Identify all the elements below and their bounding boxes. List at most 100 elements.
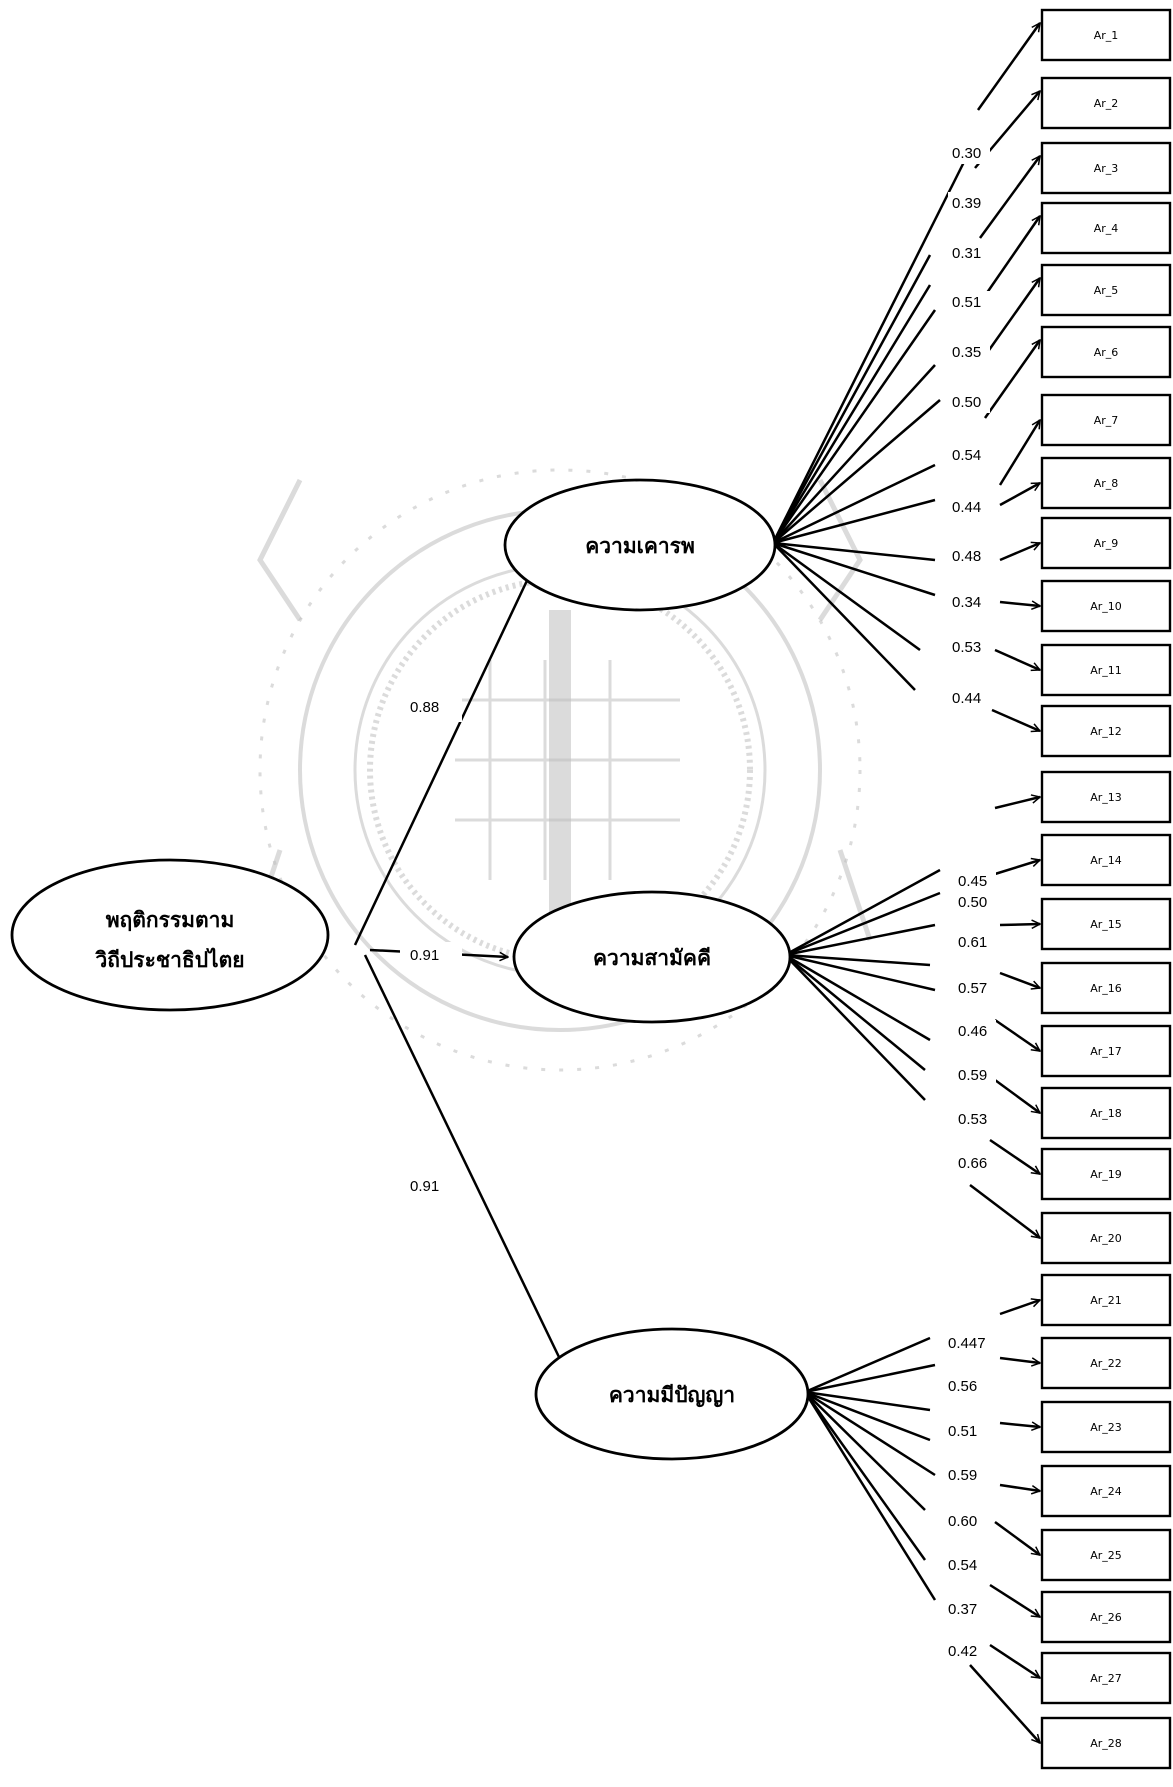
indicator-box: [1040, 1464, 1172, 1518]
indicator-box: [1040, 833, 1172, 887]
indicator-label: Ar_6: [1094, 346, 1119, 359]
indicator-box: [1040, 393, 1172, 447]
root-label-line2: วิถีประชาธิปไตย: [94, 947, 244, 972]
loading-coefficient-unity: 0.59: [958, 1067, 987, 1084]
indicator-label: Ar_4: [1094, 222, 1119, 235]
loading-line: [772, 463, 936, 545]
latent-label-respect: ความเคารพ: [585, 533, 695, 558]
loading-line: [804, 1390, 936, 1477]
loading-line: [803, 1391, 937, 1601]
indicator-arrow: [999, 1423, 1040, 1427]
loading-coefficient-unity: 0.57: [958, 980, 987, 997]
university-seal-watermark: [247, 468, 873, 1072]
indicator-arrow: [983, 340, 1042, 419]
indicator-label: Ar_5: [1094, 284, 1119, 297]
indicator-box: [1040, 1336, 1172, 1390]
indicator-arrow: [999, 1483, 1040, 1491]
loading-line: [772, 399, 941, 544]
indicator-box: [1040, 961, 1172, 1015]
loading-line: [804, 1363, 936, 1394]
loading-line: [804, 1390, 931, 1442]
path-root-to-640: [353, 553, 542, 946]
indicator-label: Ar_23: [1090, 1421, 1122, 1434]
loading-coefficient-wisdom: 0.59: [948, 1467, 977, 1484]
root-label-line1: พฤติกรรมตาม: [106, 907, 235, 932]
indicator-label: Ar_27: [1090, 1672, 1122, 1685]
loading-line: [784, 953, 936, 992]
indicator-box: [1040, 201, 1172, 255]
latent-ellipse-respect: [503, 478, 777, 612]
labels-layer: Ar_1Ar_2Ar_3Ar_4Ar_5Ar_6Ar_7Ar_8Ar_9Ar_1…: [94, 29, 1122, 1750]
indicator-box: [1040, 456, 1172, 510]
indicator-box: [1040, 1024, 1172, 1078]
latent-label-unity: ความสามัคคี: [593, 945, 711, 970]
loading-coefficient-respect: 0.34: [952, 594, 981, 611]
indicator-label: Ar_11: [1090, 664, 1122, 677]
loading-line: [771, 284, 932, 544]
loading-line: [784, 923, 936, 957]
indicator-label: Ar_9: [1094, 537, 1119, 550]
edges-layer: [353, 23, 1042, 1743]
loading-coefficient-respect: 0.31: [952, 245, 981, 262]
indicator-box: [1040, 897, 1172, 951]
loading-line: [784, 953, 931, 967]
loading-coefficient-respect: 0.48: [952, 548, 981, 565]
indicator-arrow: [994, 1078, 1040, 1115]
indicator-arrow: [998, 420, 1042, 486]
loading-coefficient-respect: 0.53: [952, 639, 981, 656]
indicator-arrow: [994, 1018, 1040, 1053]
indicator-box: [1040, 141, 1172, 195]
loading-coefficient-respect: 0.39: [952, 195, 981, 212]
nodes-layer: [10, 8, 1172, 1770]
indicator-box: [1040, 76, 1172, 130]
path-root-to-672: [363, 954, 574, 1384]
loading-line: [784, 868, 941, 957]
indicator-box: [1040, 643, 1172, 697]
loading-line: [804, 1390, 931, 1412]
indicator-box: [1040, 8, 1172, 62]
indicator-label: Ar_25: [1090, 1549, 1122, 1562]
loading-coefficient-wisdom: 0.51: [948, 1423, 977, 1440]
loading-coefficient-respect: 0.54: [952, 447, 981, 464]
loading-coefficient-unity: 0.50: [958, 894, 987, 911]
indicator-label: Ar_8: [1094, 477, 1119, 490]
indicator-arrow: [999, 602, 1040, 606]
indicator-arrow: [999, 543, 1040, 562]
indicator-label: Ar_1: [1094, 29, 1119, 42]
indicator-label: Ar_19: [1090, 1168, 1122, 1181]
indicator-arrow: [999, 924, 1040, 925]
loading-coefficient-unity: 0.66: [958, 1155, 987, 1172]
path-coefficient-wisdom: 0.91: [410, 1178, 439, 1195]
indicator-label: Ar_17: [1090, 1045, 1122, 1058]
path-coefficient-respect: 0.88: [410, 699, 439, 716]
indicator-label: Ar_14: [1090, 854, 1122, 867]
indicator-arrow: [991, 708, 1040, 731]
loading-coefficient-wisdom: 0.37: [948, 1601, 977, 1618]
indicator-label: Ar_24: [1090, 1485, 1122, 1498]
indicator-box: [1040, 1528, 1172, 1582]
loading-coefficient-wisdom: 0.60: [948, 1513, 977, 1530]
indicator-arrow: [999, 1356, 1040, 1363]
loading-coefficient-unity: 0.53: [958, 1111, 987, 1128]
loading-line: [772, 541, 921, 652]
indicator-arrow: [989, 1138, 1040, 1176]
indicator-label: Ar_7: [1094, 414, 1119, 427]
indicator-box: [1040, 516, 1172, 570]
indicator-label: Ar_10: [1090, 600, 1122, 613]
indicator-arrow: [994, 648, 1040, 670]
loading-coefficient-wisdom: 0.447: [948, 1335, 986, 1352]
latent-ellipse-unity: [512, 890, 792, 1024]
indicator-box: [1040, 1273, 1172, 1327]
indicator-arrow: [994, 860, 1040, 876]
loading-coefficient-unity: 0.45: [958, 873, 987, 890]
indicator-box: [1040, 1651, 1172, 1705]
loading-line: [772, 541, 936, 562]
indicator-box: [1040, 1590, 1172, 1644]
indicator-arrow: [999, 1300, 1040, 1316]
indicator-arrow: [989, 1643, 1040, 1680]
indicator-label: Ar_21: [1090, 1294, 1122, 1307]
loading-coefficient-respect: 0.44: [952, 690, 981, 707]
indicator-arrow: [999, 481, 1040, 507]
indicator-arrow: [969, 1664, 1040, 1743]
